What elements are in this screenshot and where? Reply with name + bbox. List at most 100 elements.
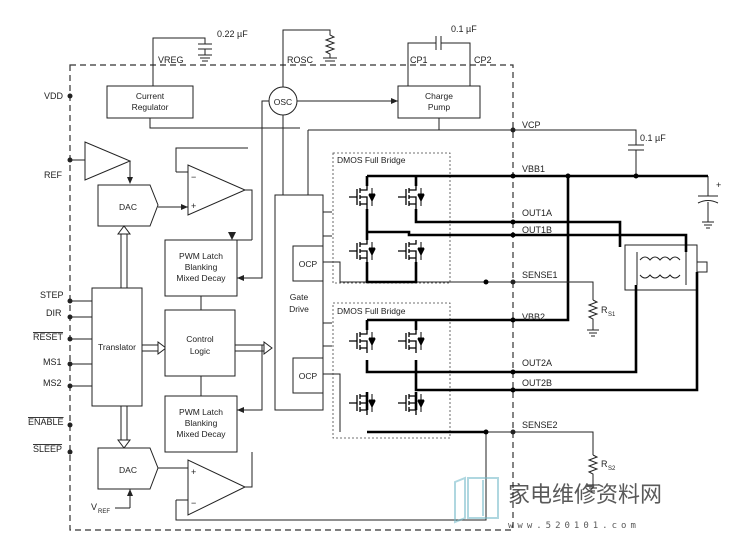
pin-ms2: MS2 <box>43 378 62 388</box>
rs1-main: R <box>601 305 608 315</box>
pin-rosc: ROSC <box>287 55 314 65</box>
translator-block <box>91 287 143 407</box>
mosfet-3 <box>349 240 376 263</box>
mosfet-6 <box>398 330 425 353</box>
pin-out1a: OUT1A <box>522 208 552 218</box>
charge-pump-block <box>397 85 481 119</box>
bridge-1-wiring <box>365 174 636 322</box>
charge-pump-line1: Charge <box>425 91 453 101</box>
svg-text:−: − <box>191 498 196 508</box>
charge-pump-line2: Pump <box>428 102 450 112</box>
ocp-bottom-block <box>292 357 324 394</box>
mosfet-5 <box>349 330 376 353</box>
watermark-url: www.520101.com <box>508 521 640 531</box>
vcp-capacitor <box>628 144 644 175</box>
current-regulator-line2: Regulator <box>132 102 169 112</box>
control-logic-line2: Logic <box>190 346 211 356</box>
pin-cp1: CP1 <box>410 55 428 65</box>
gate-drive-line2: Drive <box>289 304 309 314</box>
watermark-text: 家电维修资料网 <box>508 483 662 508</box>
dmos-bridge-1 <box>332 152 451 284</box>
pin-ref: REF <box>44 170 63 180</box>
current-regulator-line1: Current <box>136 91 165 101</box>
pin-vref-main: V <box>91 502 97 512</box>
pin-enable: ENABLE <box>28 417 64 427</box>
gate-arrows <box>323 211 332 347</box>
rs1-sub: S1 <box>608 312 616 318</box>
right-pin-dots <box>483 127 639 435</box>
mosfets <box>349 186 425 415</box>
pin-sense2: SENSE2 <box>522 420 558 430</box>
pwm-latch-top-block <box>164 239 238 297</box>
vbb1-cap-plus: + <box>716 180 721 190</box>
pin-step: STEP <box>40 290 64 300</box>
pin-out2b: OUT2B <box>522 378 552 388</box>
dac-bottom-block <box>97 447 159 490</box>
rosc-resistor <box>282 29 337 65</box>
comparator-bottom <box>187 459 247 516</box>
mosfet-7 <box>349 392 376 415</box>
pin-vbb1: VBB1 <box>522 164 545 174</box>
dac-top-label: DAC <box>119 202 137 212</box>
translator-label: Translator <box>98 342 136 352</box>
dmos-bridge-2-label: DMOS Full Bridge <box>337 306 406 316</box>
control-logic-line1: Control <box>186 334 214 344</box>
mosfet-4 <box>398 240 425 263</box>
dmos-bridge-2 <box>332 302 451 439</box>
mosfet-2 <box>398 186 425 209</box>
vbb1-capacitor <box>636 174 719 229</box>
cp-capacitor <box>407 36 471 65</box>
pin-dir: DIR <box>46 308 62 318</box>
pin-ms1: MS1 <box>43 357 62 367</box>
current-regulator-block <box>106 85 194 119</box>
ic-boundary <box>69 64 514 531</box>
osc-label: OSC <box>274 97 292 107</box>
ocp-top-block <box>292 245 324 282</box>
mosfet-8 <box>398 392 425 415</box>
pin-cp2: CP2 <box>474 55 492 65</box>
vreg-cap-label: 0.22 µF <box>217 29 248 39</box>
pin-vbb2: VBB2 <box>522 312 545 322</box>
vreg-capacitor <box>152 37 212 65</box>
pwm-bottom-line3: Mixed Decay <box>176 429 226 439</box>
rs2-main: R <box>601 459 608 469</box>
rs2-sub: S2 <box>608 466 616 472</box>
ocp-bottom-label: OCP <box>299 371 318 381</box>
pwm-top-line1: PWM Latch <box>179 251 223 261</box>
dac-top-block <box>97 184 159 227</box>
pwm-bottom-line2: Blanking <box>185 418 218 428</box>
pin-reset: RESET <box>33 332 64 342</box>
pwm-bottom-line1: PWM Latch <box>179 407 223 417</box>
pwm-latch-bottom-block <box>164 395 238 453</box>
pwm-top-line2: Blanking <box>185 262 218 272</box>
pin-out2a: OUT2A <box>522 358 552 368</box>
pwm-top-line3: Mixed Decay <box>176 273 226 283</box>
svg-text:+: + <box>191 467 196 477</box>
gate-drive-line1: Gate <box>290 292 309 302</box>
control-logic-block <box>164 309 236 377</box>
svg-text:−: − <box>191 172 196 182</box>
pin-sense1: SENSE1 <box>522 270 558 280</box>
rs1-resistor <box>587 299 599 337</box>
comparator-top <box>187 164 247 216</box>
pin-vcp: VCP <box>522 120 541 130</box>
vcp-cap-label: 0.1 µF <box>640 133 666 143</box>
watermark-logo <box>454 476 499 524</box>
dmos-bridge-1-label: DMOS Full Bridge <box>337 155 406 165</box>
pin-vref-sub: REF <box>98 509 110 515</box>
cp-cap-label: 0.1 µF <box>451 24 477 34</box>
pin-vreg: VREG <box>158 55 184 65</box>
bridge-2-wiring <box>365 272 699 434</box>
ocp-top-label: OCP <box>299 259 318 269</box>
mosfet-1 <box>349 186 376 209</box>
pin-out1b: OUT1B <box>522 225 552 235</box>
rs2-resistor <box>587 454 599 492</box>
translator-inputs <box>67 298 92 389</box>
ref-buffer-amp <box>84 141 132 181</box>
pin-sleep: SLEEP <box>33 444 62 454</box>
dac-bottom-label: DAC <box>119 465 137 475</box>
svg-text:+: + <box>191 201 196 211</box>
stepper-motor <box>624 244 708 291</box>
pin-vdd: VDD <box>44 91 64 101</box>
